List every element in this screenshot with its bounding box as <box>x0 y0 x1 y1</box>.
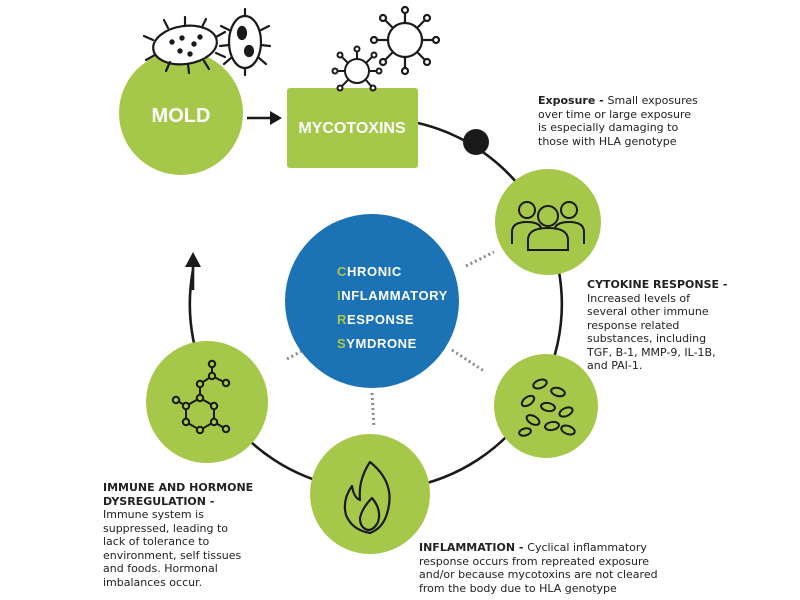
inflammation-label: INFLAMMATION - Cyclical inflammatory res… <box>419 541 679 595</box>
immune-title: DYSREGULATION - <box>103 494 215 508</box>
cytokine-line: and PAI-1. <box>587 359 643 372</box>
bacteria-icon <box>142 15 227 75</box>
immune-line: and foods. Hormonal <box>103 562 218 575</box>
exposure-title: Exposure - <box>538 94 608 107</box>
cells-icon <box>518 378 576 437</box>
immune-line: Immune system is <box>103 508 204 521</box>
flame-icon <box>343 460 391 535</box>
people-icon <box>511 201 585 251</box>
center-circle <box>285 214 459 388</box>
immune-line: imbalances occur. <box>103 575 203 589</box>
mold-circle <box>119 51 243 175</box>
immune-line: lack of tolerance to <box>103 535 210 548</box>
cytokine-line: response related <box>587 318 680 332</box>
immune-label: IMMUNE AND HORMONE DYSREGULATION - Immun… <box>103 481 273 589</box>
mycotoxins-box <box>287 88 418 168</box>
immune-line: suppressed, leading to <box>103 521 229 535</box>
cytokine-line: Increased levels of <box>587 291 691 305</box>
exposure-line: Small exposures <box>607 94 698 107</box>
svg-text:SYMDRONE: SYMDRONE <box>337 336 417 351</box>
inflammation-title: INFLAMMATION - <box>419 541 528 554</box>
svg-text:CHRONIC: CHRONIC <box>337 264 402 279</box>
inflammation-line: and/or because mycotoxins are not cleare… <box>419 568 658 581</box>
exposure-line: over time or large exposure <box>538 107 692 121</box>
inflammation-line: Cyclical inflammatory <box>527 541 647 554</box>
inflammation-line: from the body due to HLA genotype <box>419 581 617 595</box>
bacteria-icon <box>218 7 272 77</box>
virus-icon <box>369 5 441 76</box>
exposure-label: Exposure - Small exposures over time or … <box>538 94 738 148</box>
molecule-icon <box>171 359 231 435</box>
mold-label: MOLD <box>152 105 211 127</box>
mycotoxins-label: MYCOTOXINS <box>298 120 406 137</box>
virus-icon <box>331 45 383 92</box>
immune-title: IMMUNE AND HORMONE <box>103 481 254 494</box>
cytokine-line: substances, including <box>587 332 707 345</box>
exposure-dot <box>463 129 489 155</box>
cytokine-title: CYTOKINE RESPONSE - <box>587 278 728 291</box>
immune-line: environment, self tissues <box>103 548 242 562</box>
svg-text:RESPONSE: RESPONSE <box>337 312 414 327</box>
exposure-line: is especially damaging to <box>538 121 679 134</box>
center-title: CHRONIC INFLAMMATORY RESPONSE SYMDRONE <box>337 264 448 351</box>
cycle-arrow-icon <box>185 252 201 267</box>
flame-circle <box>310 434 430 554</box>
cytokine-label: CYTOKINE RESPONSE - Increased levels of … <box>587 278 777 373</box>
inflammation-line: response occurs from repreated exposure <box>419 554 650 568</box>
cytokine-line: TGF, B-1, MMP-9, IL-1B, <box>587 345 716 359</box>
exposure-line: those with HLA genotype <box>538 134 677 148</box>
cytokine-line: several other immune <box>587 305 709 318</box>
svg-text:INFLAMMATORY: INFLAMMATORY <box>337 288 448 303</box>
